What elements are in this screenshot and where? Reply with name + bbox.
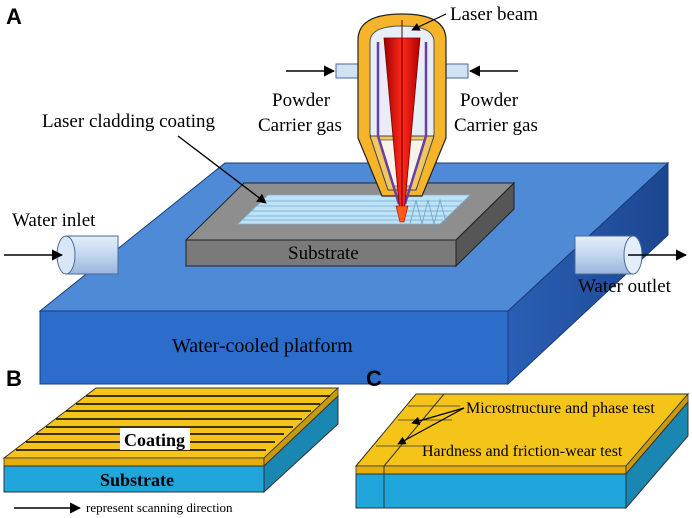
water-inlet-label: Water inlet	[12, 210, 96, 231]
coating-label: Laser cladding coating	[42, 111, 216, 132]
panel-c-block	[354, 392, 690, 510]
scan-direction-legend: represent scanning direction	[86, 500, 233, 515]
coating-pointer	[177, 135, 267, 204]
water-outlet-label: Water outlet	[578, 276, 672, 297]
water-inlet-pipe	[56, 235, 119, 275]
substrate-label: Substrate	[288, 243, 359, 264]
panel-b-substrate: Substrate	[100, 470, 174, 490]
carrier-gas-left-label: Carrier gas	[258, 115, 342, 136]
panel-c-hardness: Hardness and friction-wear test	[422, 443, 623, 460]
micro-pointer-2	[397, 407, 465, 445]
coating-label-box	[120, 428, 190, 450]
laser-beam-label: Laser beam	[450, 4, 538, 25]
laser-beam-pointer	[411, 13, 447, 31]
powder-left-label: Powder	[272, 90, 331, 111]
panel-b-coating: Coating	[124, 430, 185, 450]
panel-b-label: B	[6, 366, 22, 391]
micro-pointer-1	[411, 407, 465, 425]
panel-c-label: C	[366, 366, 382, 391]
cladding-coating	[237, 194, 471, 225]
powder-right-label: Powder	[460, 90, 519, 111]
panel-a-label: A	[6, 4, 22, 29]
cladding-nozzle	[335, 13, 469, 223]
panel-c-micro: Microstructure and phase test	[466, 400, 655, 417]
platform-label: Water-cooled platform	[172, 335, 353, 357]
carrier-gas-right-label: Carrier gas	[454, 115, 538, 136]
panel-b-block	[2, 387, 340, 494]
powder-channel-right	[403, 42, 428, 205]
powder-channel-left	[376, 42, 401, 205]
